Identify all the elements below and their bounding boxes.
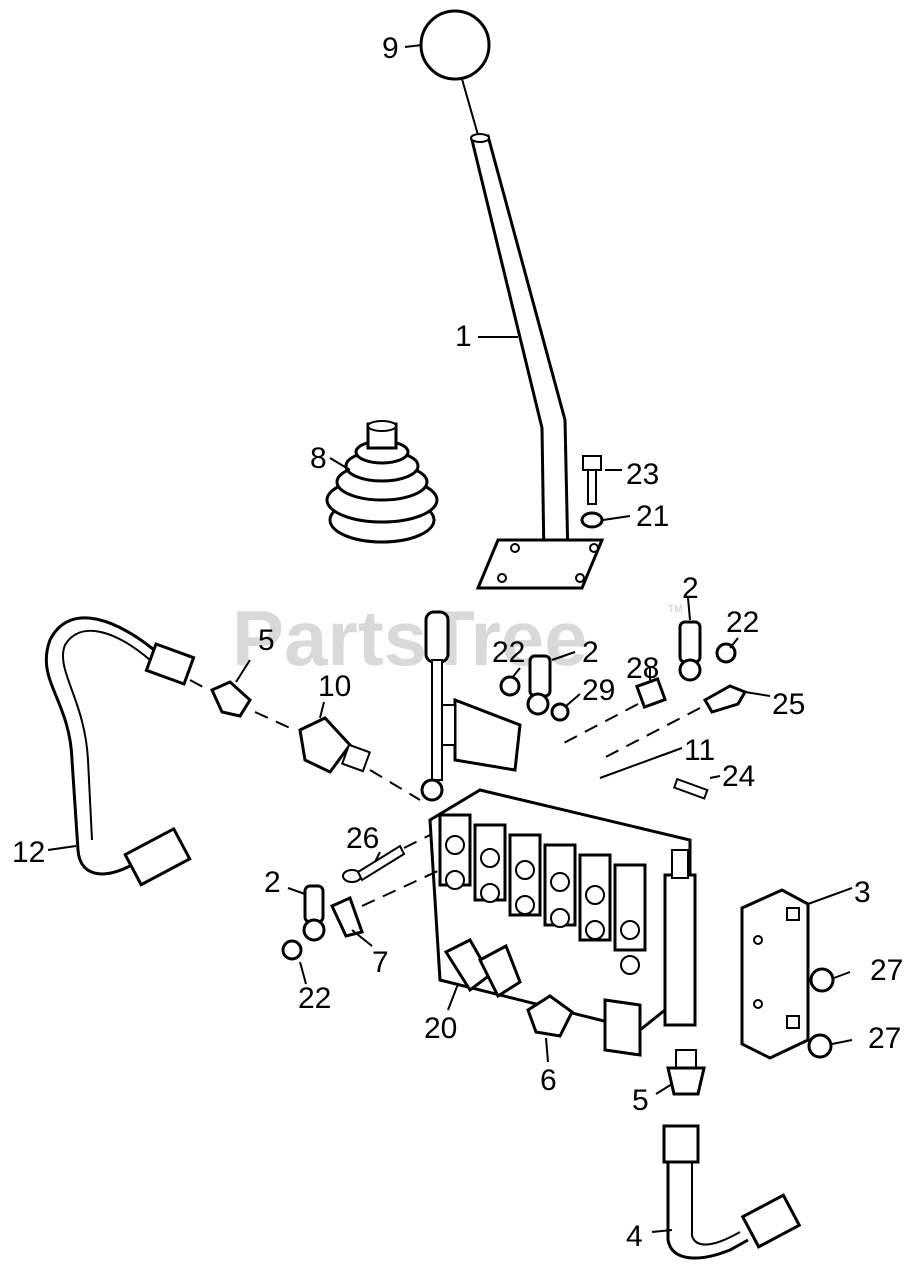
leader-5-upper xyxy=(235,659,251,683)
callout-4: 4 xyxy=(626,1220,643,1253)
leader-22-lower-left xyxy=(299,961,307,985)
callout-27-lower: 27 xyxy=(868,1022,901,1055)
leader-5-lower xyxy=(655,1083,673,1095)
part-22-nut-middle[interactable] xyxy=(499,675,521,697)
part-22-nut-top-right[interactable] xyxy=(715,642,737,664)
part-2-pin-top-right[interactable] xyxy=(678,620,702,664)
control-valve-body[interactable] xyxy=(428,697,697,1057)
part-23-bolt[interactable] xyxy=(582,455,602,505)
part-9-knob[interactable] xyxy=(419,9,491,81)
leader-6 xyxy=(545,1037,549,1063)
part-3-mounting-bracket[interactable] xyxy=(740,888,810,1060)
leader-4 xyxy=(651,1229,673,1233)
part-1-control-lever[interactable] xyxy=(470,133,605,590)
callout-1: 1 xyxy=(455,320,472,353)
callout-5-lower: 5 xyxy=(632,1084,649,1117)
leader-27-lower xyxy=(831,1039,853,1045)
leader-22-top-right xyxy=(729,637,739,649)
part-2-pin-lower-left[interactable] xyxy=(302,884,326,942)
callout-22-middle: 22 xyxy=(492,636,525,669)
callout-28: 28 xyxy=(626,652,659,685)
callout-9: 9 xyxy=(382,32,399,65)
part-27-nut-upper[interactable] xyxy=(809,967,835,993)
part-5-fitting-upper[interactable] xyxy=(210,680,252,718)
part-27-nut-lower[interactable] xyxy=(807,1033,833,1059)
part-10-adapter[interactable] xyxy=(298,716,372,774)
leader-2-top-right xyxy=(687,597,691,621)
part-24-bolt[interactable] xyxy=(672,777,709,800)
part-22-nut-lower-left[interactable] xyxy=(281,939,303,961)
leader-11 xyxy=(599,747,683,779)
part-29-clip[interactable] xyxy=(526,692,570,722)
leader-12 xyxy=(47,845,77,851)
callout-25: 25 xyxy=(772,688,805,721)
callout-2-middle: 2 xyxy=(582,636,599,669)
part-2-pin-middle[interactable] xyxy=(528,654,552,698)
leader-29 xyxy=(565,693,581,707)
part-6-fitting[interactable] xyxy=(526,994,574,1038)
callout-22-lower-left: 22 xyxy=(298,982,331,1015)
leader-2-lower-left xyxy=(287,887,306,895)
valve-handle[interactable] xyxy=(420,610,450,802)
leader-21 xyxy=(602,515,631,521)
callout-5-upper: 5 xyxy=(258,624,275,657)
leader-26 xyxy=(374,851,381,863)
callout-24: 24 xyxy=(722,760,755,793)
callout-27-upper: 27 xyxy=(870,954,903,987)
callout-2-lower-left: 2 xyxy=(264,866,281,899)
callout-3: 3 xyxy=(854,876,871,909)
callout-29: 29 xyxy=(582,674,615,707)
callout-12: 12 xyxy=(12,836,45,869)
part-4-hydraulic-hose[interactable] xyxy=(662,1124,802,1260)
part-8-rubber-boot[interactable] xyxy=(325,420,439,544)
part-20-fitting[interactable] xyxy=(443,938,522,999)
leader-25 xyxy=(744,691,771,697)
leader-9 xyxy=(404,44,423,48)
callout-11: 11 xyxy=(684,734,715,767)
leader-3 xyxy=(807,887,853,905)
leader-8 xyxy=(329,457,351,471)
part-28-spacer[interactable] xyxy=(634,676,668,710)
callout-26: 26 xyxy=(346,822,379,855)
callout-22-top-right: 22 xyxy=(726,606,759,639)
leader-7 xyxy=(351,929,373,947)
part-25-shoulder-bolt[interactable] xyxy=(702,684,748,714)
callout-10: 10 xyxy=(318,670,351,703)
leader-10 xyxy=(319,701,325,719)
part-22-link-top-right[interactable] xyxy=(678,658,702,682)
part-26-bolt[interactable] xyxy=(342,844,406,883)
part-7-clip[interactable] xyxy=(329,895,364,938)
watermark-trademark: TM xyxy=(668,604,682,615)
leader-24 xyxy=(709,775,721,779)
callout-8: 8 xyxy=(310,442,327,475)
leader-22-middle xyxy=(511,667,521,679)
part-12-hydraulic-hose[interactable] xyxy=(44,616,196,887)
callout-7: 7 xyxy=(372,946,389,979)
callout-23: 23 xyxy=(626,458,659,491)
leader-27-upper xyxy=(833,971,851,979)
leader-2-middle xyxy=(551,651,576,661)
leader-20 xyxy=(447,983,459,1011)
callout-2-top-right: 2 xyxy=(682,572,699,605)
part-5-fitting-lower[interactable] xyxy=(666,1049,706,1096)
leader-9-to-lever xyxy=(461,78,479,136)
watermark-text: PartsTree xyxy=(232,594,588,682)
callout-21: 21 xyxy=(636,500,669,533)
part-21-nut[interactable] xyxy=(580,511,604,529)
callout-6: 6 xyxy=(540,1064,557,1097)
callout-20: 20 xyxy=(424,1012,457,1045)
